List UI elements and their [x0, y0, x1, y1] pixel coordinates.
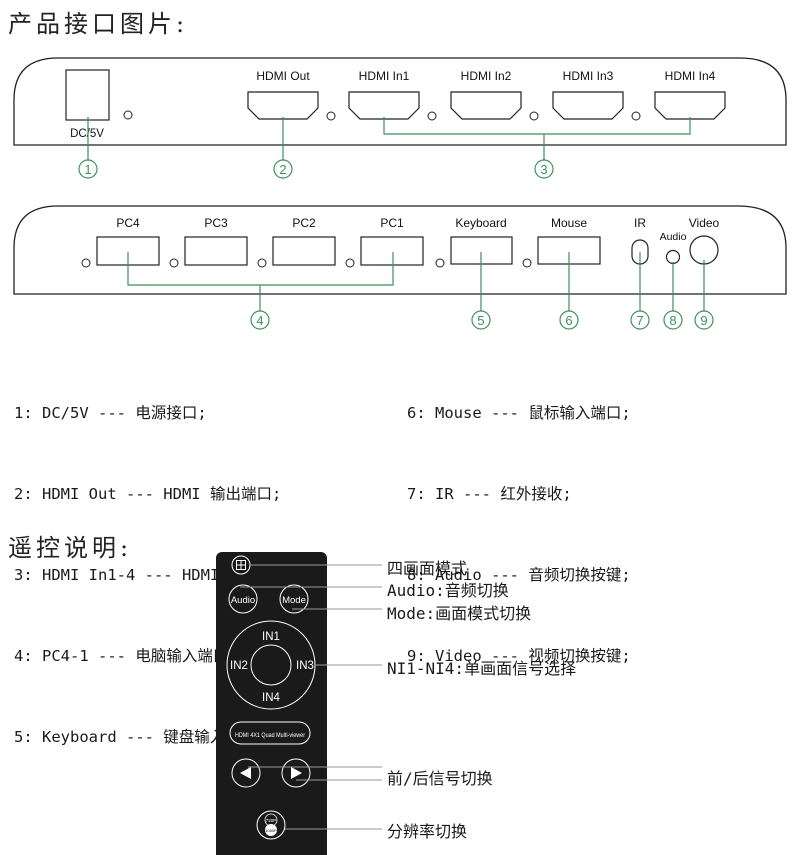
in2-button[interactable]: IN2 — [230, 660, 248, 672]
in4-button[interactable]: IN4 — [262, 692, 281, 704]
svg-text:Audio: Audio — [231, 595, 255, 606]
remote-label-prev-next: 前/后信号切换 — [387, 769, 493, 788]
legend-item: 4: PC4-1 --- 电脑输入端口; — [14, 647, 238, 665]
mode-remote-button[interactable]: Mode — [279, 584, 309, 614]
callout-2 — [273, 159, 293, 179]
prev-button[interactable] — [231, 758, 261, 788]
port-label-hdmi-in3: HDMI In3 — [563, 69, 614, 83]
port-label-mouse: Mouse — [551, 216, 587, 230]
port-label-hdmi-out: HDMI Out — [256, 69, 310, 83]
in3-button[interactable]: IN3 — [296, 660, 314, 672]
callout-3 — [534, 159, 554, 179]
hdmi-in1-port — [348, 91, 420, 120]
led-indicator — [326, 111, 336, 121]
pc1-port — [360, 236, 424, 266]
led-indicator — [529, 111, 539, 121]
callout-number: 9 — [700, 313, 707, 328]
callout-line-4 — [127, 252, 394, 311]
port-label-pc2: PC2 — [292, 216, 316, 230]
callout-4 — [250, 310, 270, 330]
led-indicator — [169, 258, 179, 268]
center-button — [250, 644, 292, 686]
port-label-pc1: PC1 — [380, 216, 404, 230]
legend-right: 6: Mouse --- 鼠标输入端口; 7: IR --- 红外接收; 8: … — [407, 346, 631, 697]
legend-item: 9: Video --- 视频切换按键; — [407, 647, 631, 665]
hdmi-out-port — [247, 91, 319, 120]
port-label-audio: Audio — [660, 231, 687, 243]
callout-number: 7 — [636, 313, 643, 328]
remote-label-resolution: 分辨率切换 — [387, 822, 468, 841]
legend-item: 1: DC/5V --- 电源接口; — [14, 404, 207, 422]
port-label-hdmi-in2: HDMI In2 — [461, 69, 512, 83]
callout-number: 4 — [256, 313, 263, 328]
led-indicator — [345, 258, 355, 268]
next-button[interactable] — [281, 758, 311, 788]
callout-8 — [663, 310, 683, 330]
pc2-port — [272, 236, 336, 266]
led-indicator — [522, 258, 532, 268]
led-indicator — [435, 258, 445, 268]
port-label-ir: IR — [634, 216, 646, 230]
hdmi-in3-port — [552, 91, 624, 120]
remote-body — [216, 552, 327, 855]
pc3-port — [184, 236, 248, 266]
hdmi-in4-port — [654, 91, 726, 120]
port-label-hdmi-in1: HDMI In1 — [359, 69, 410, 83]
callout-number: 5 — [477, 313, 484, 328]
video-button — [689, 235, 719, 265]
led-indicator — [257, 258, 267, 268]
callout-9 — [694, 310, 714, 330]
remote-label-audio: Audio:音频切换 — [387, 581, 509, 600]
triangle-right-icon — [291, 767, 302, 779]
callout-7 — [630, 310, 650, 330]
port-label-video: Video — [689, 216, 720, 230]
legend-item: 6: Mouse --- 鼠标输入端口; — [407, 404, 631, 422]
in1-button[interactable]: IN1 — [262, 631, 280, 643]
callout-6 — [559, 310, 579, 330]
callout-number: 8 — [669, 313, 676, 328]
product-ports-heading: 产品接口图片: — [8, 10, 189, 38]
led-indicator — [123, 110, 133, 120]
svg-text:Mode: Mode — [282, 595, 306, 606]
led-indicator — [631, 111, 641, 121]
led-indicator — [427, 111, 437, 121]
callout-number: 6 — [565, 313, 572, 328]
callout-5 — [471, 310, 491, 330]
model-badge: HDMI 4X1 Quad Multi-viewer — [229, 721, 311, 745]
callout-number: 2 — [279, 162, 286, 177]
legend-item: 8: Audio --- 音频切换按键; — [407, 566, 631, 584]
callout-number: 3 — [540, 162, 547, 177]
back-panel-diagram: PC4 PC3 PC2 PC1 Keyboard Mouse IR Audio … — [13, 205, 787, 330]
front-panel-diagram: DC/5V HDMI Out HDMI In1 HDMI In2 HDMI In… — [13, 57, 787, 179]
svg-text:1080P: 1080P — [265, 828, 277, 833]
dc-port — [65, 69, 110, 121]
audio-button — [665, 249, 681, 265]
callout-number: 1 — [84, 162, 91, 177]
remote-control: Audio Mode IN1 IN2 IN3 IN4 HDMI 4X1 Quad… — [216, 552, 382, 855]
port-label-dc: DC/5V — [70, 128, 104, 140]
triangle-left-icon — [240, 767, 251, 779]
led-indicator — [81, 258, 91, 268]
back-panel-outline — [13, 205, 787, 295]
port-label-hdmi-in4: HDMI In4 — [665, 69, 716, 83]
port-label-pc4: PC4 — [116, 216, 140, 230]
callout-line-3 — [383, 117, 691, 160]
legend-item: 7: IR --- 红外接收; — [407, 485, 572, 503]
svg-text:HDMI 4X1 Quad Multi-viewer: HDMI 4X1 Quad Multi-viewer — [235, 732, 306, 739]
resolution-button[interactable]: 720P 1080P — [256, 810, 286, 840]
svg-text:720P: 720P — [266, 818, 277, 823]
remote-label-mode: Mode:画面模式切换 — [387, 604, 532, 623]
remote-heading: 遥控说明: — [8, 534, 133, 562]
legend-item: 2: HDMI Out --- HDMI 输出端口; — [14, 485, 282, 503]
port-label-pc3: PC3 — [204, 216, 228, 230]
port-label-keyboard: Keyboard — [455, 216, 506, 230]
callout-1 — [78, 159, 98, 179]
remote-label-inputs: NI1-NI4:单画面信号选择 — [387, 659, 577, 678]
hdmi-in2-port — [450, 91, 522, 120]
remote-label-quad: 四画面模式 — [387, 559, 468, 578]
audio-remote-button[interactable]: Audio — [228, 584, 258, 614]
front-panel-outline — [13, 57, 787, 146]
